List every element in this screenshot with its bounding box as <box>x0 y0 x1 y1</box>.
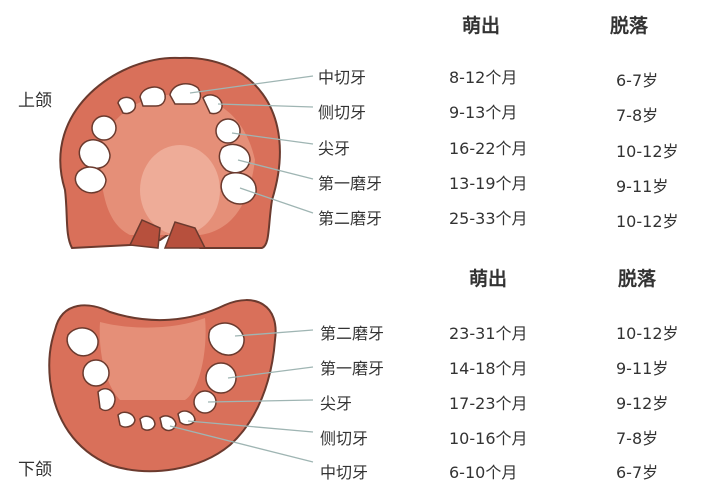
lower-row-erupt: 6-10个月 <box>449 463 518 482</box>
upper-row-shed: 9-11岁 <box>616 177 669 196</box>
lower-jaw-drawing <box>48 299 314 473</box>
lower-row-shed: 9-11岁 <box>616 359 669 378</box>
upper-row-erupt: 16-22个月 <box>449 139 528 158</box>
lower-row-shed: 7-8岁 <box>616 429 659 448</box>
lower-row-erupt: 14-18个月 <box>449 359 528 378</box>
upper-row-erupt: 13-19个月 <box>449 174 528 193</box>
lower-row-tooth: 尖牙 <box>320 394 353 413</box>
lower-row-shed: 6-7岁 <box>616 463 659 482</box>
upper-row-tooth: 第一磨牙 <box>318 174 383 193</box>
upper-row-shed: 10-12岁 <box>616 212 679 231</box>
lower-row-tooth: 第一磨牙 <box>320 359 385 378</box>
upper-shed-header: 脱落 <box>610 15 649 37</box>
upper-row-erupt: 25-33个月 <box>449 209 528 228</box>
upper-jaw-label: 上颌 <box>18 91 52 111</box>
upper-row-shed: 7-8岁 <box>616 106 659 125</box>
lower-row-erupt: 23-31个月 <box>449 324 528 343</box>
lower-row-tooth: 中切牙 <box>320 463 369 482</box>
upper-erupt-header: 萌出 <box>462 15 501 37</box>
upper-row-tooth: 第二磨牙 <box>318 209 383 228</box>
upper-row-tooth: 尖牙 <box>318 139 351 158</box>
upper-row-shed: 6-7岁 <box>616 71 659 90</box>
lower-shed-header: 脱落 <box>618 268 657 290</box>
lower-row-tooth: 侧切牙 <box>320 429 369 448</box>
upper-row-tooth: 中切牙 <box>318 68 367 87</box>
lower-row-tooth: 第二磨牙 <box>320 324 385 343</box>
upper-row-erupt: 8-12个月 <box>449 68 518 87</box>
lower-row-erupt: 10-16个月 <box>449 429 528 448</box>
lower-erupt-header: 萌出 <box>469 268 508 290</box>
lower-row-shed: 9-12岁 <box>616 394 669 413</box>
upper-row-shed: 10-12岁 <box>616 142 679 161</box>
upper-jaw-drawing <box>59 56 314 250</box>
upper-row-tooth: 侧切牙 <box>318 103 367 122</box>
lower-jaw-label: 下颌 <box>18 460 52 480</box>
upper-row-erupt: 9-13个月 <box>449 103 518 122</box>
lower-row-shed: 10-12岁 <box>616 324 679 343</box>
lower-row-erupt: 17-23个月 <box>449 394 528 413</box>
